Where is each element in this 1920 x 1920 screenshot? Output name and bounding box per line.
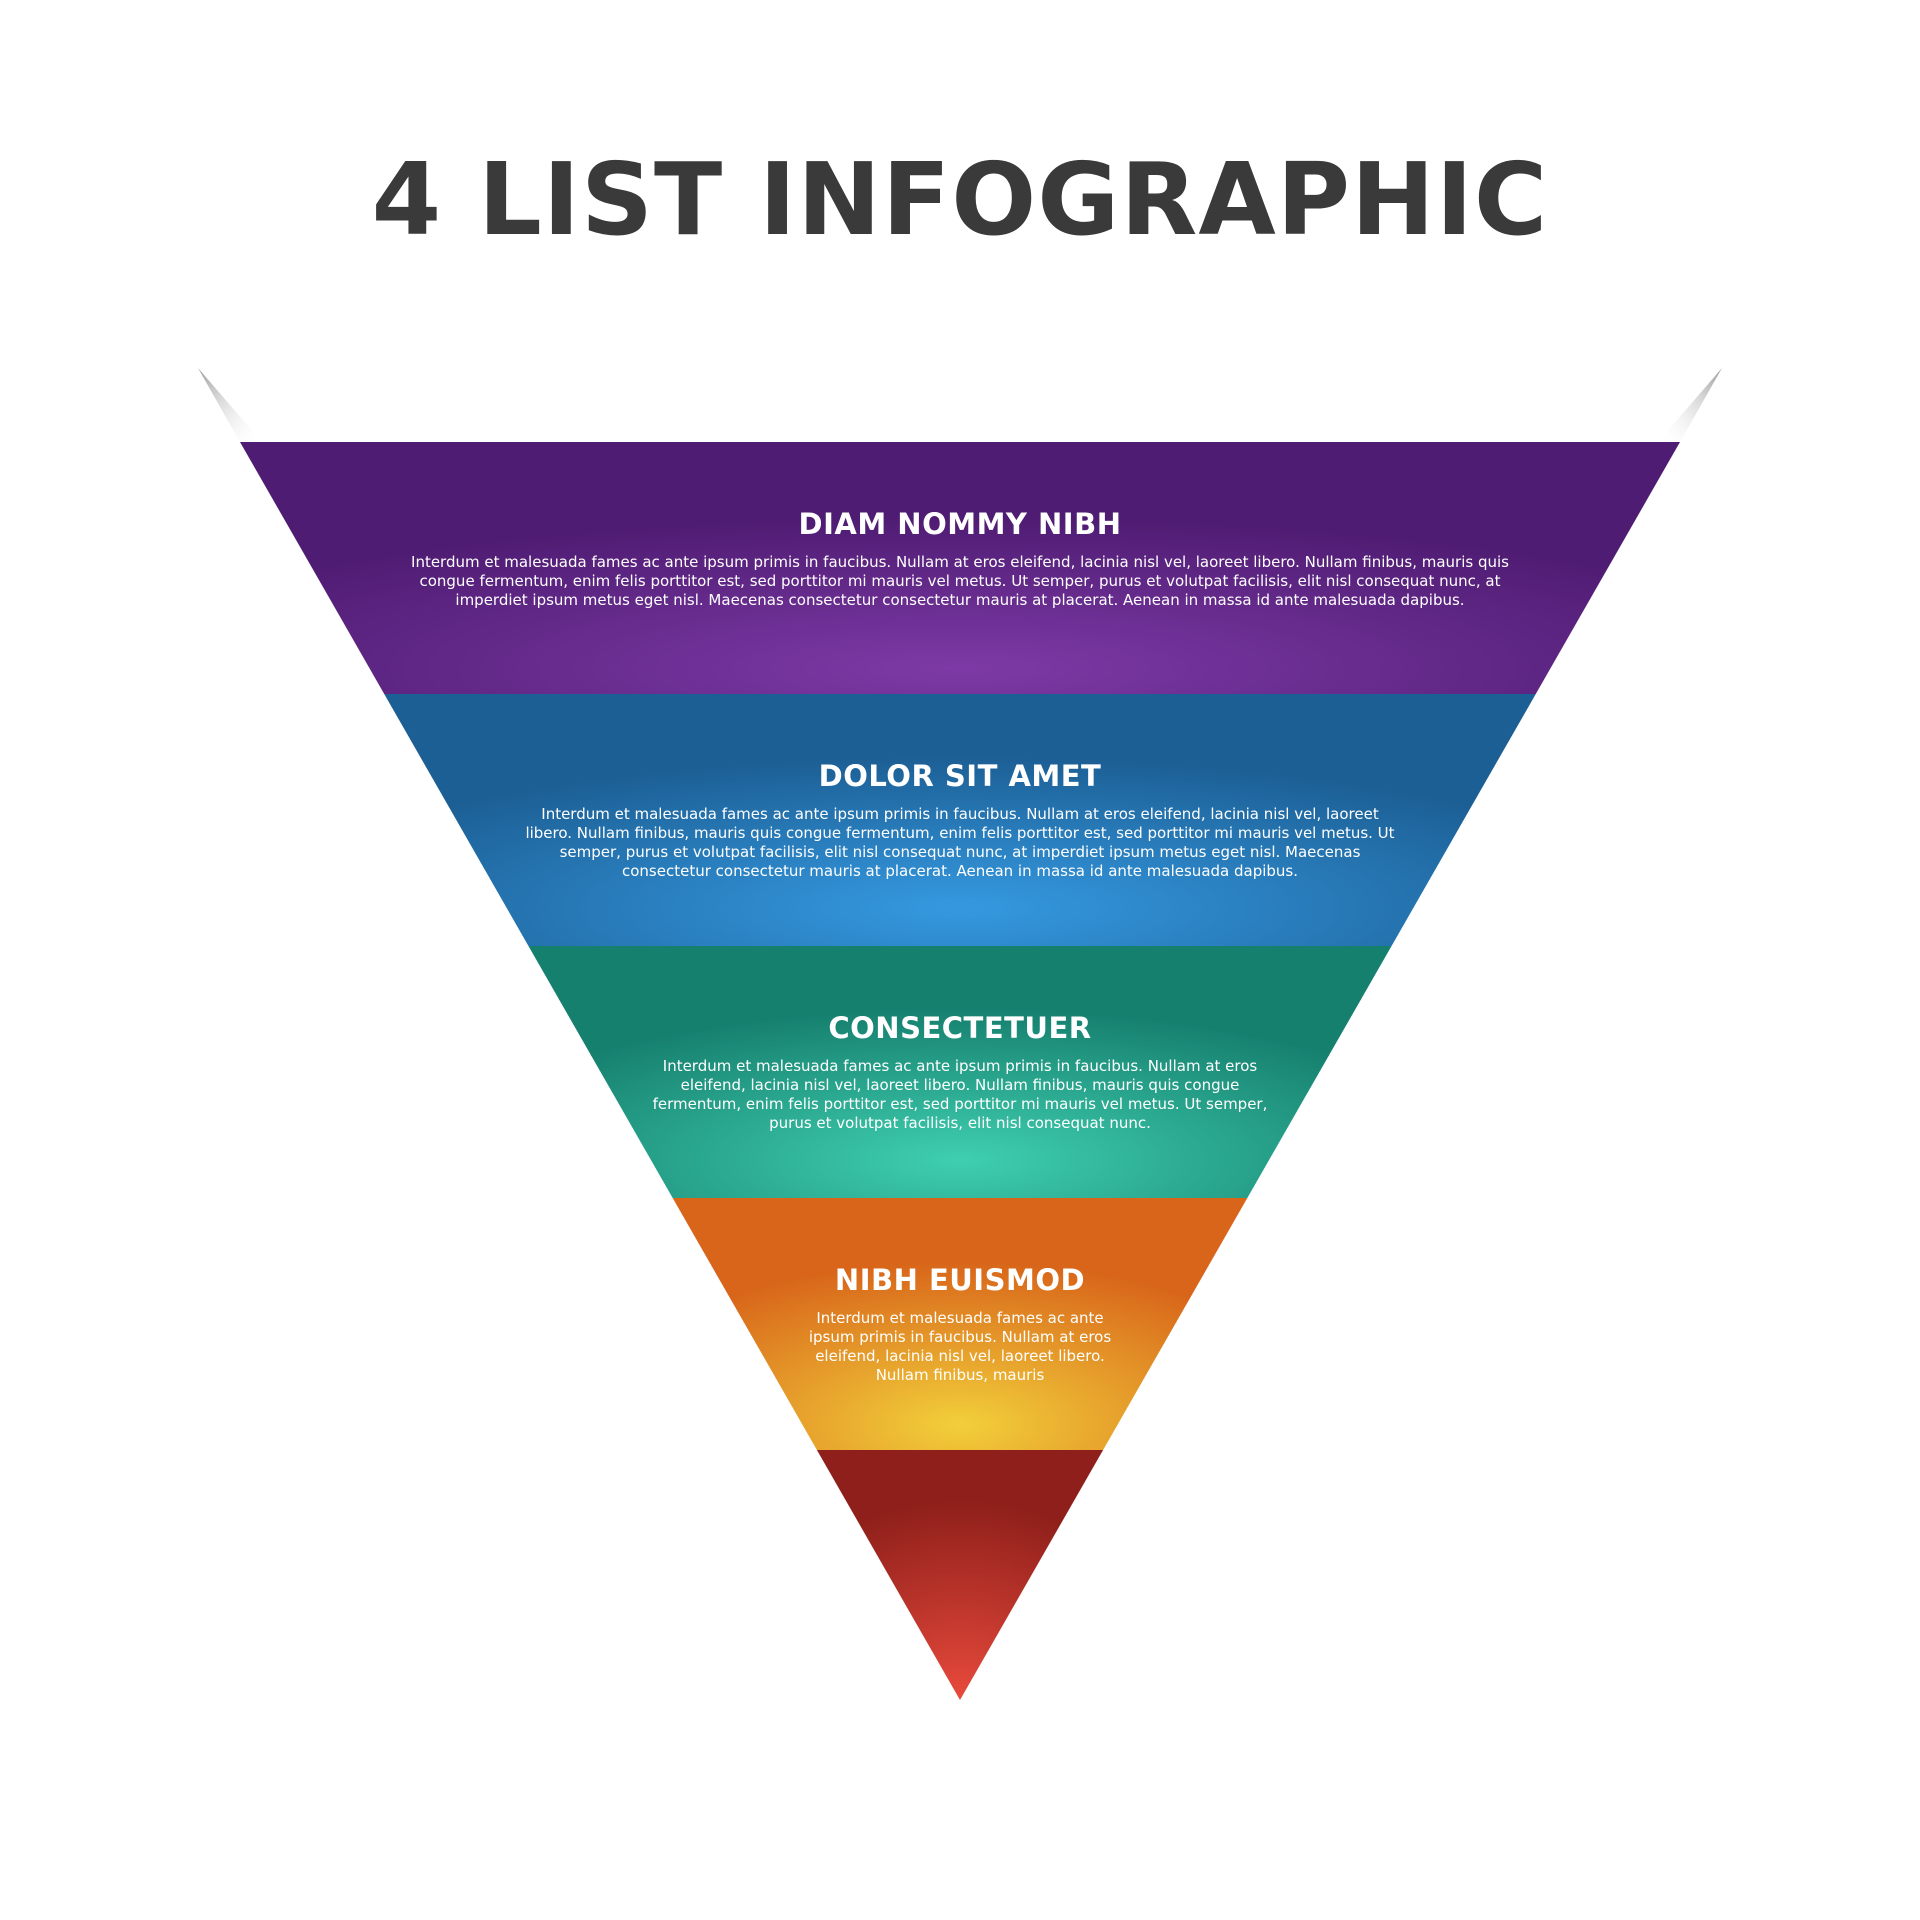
band-text-3: CONSECTETUER Interdum et malesuada fames … [640,1014,1280,1133]
left-corner-shadow [198,368,262,442]
band-description: Interdum et malesuada fames ac ante ipsu… [652,1057,1268,1132]
band-text-4: NIBH EUISMOD Interdum et malesuada fames … [800,1266,1120,1385]
band-description: Interdum et malesuada fames ac ante ipsu… [808,1309,1112,1384]
right-corner-shadow [1658,368,1722,442]
band-heading: DIAM NOMMY NIBH [798,507,1122,541]
funnel-band-1 [240,442,1680,694]
funnel-band-2 [384,694,1536,946]
band-heading: DOLOR SIT AMET [818,759,1102,793]
band-heading: NIBH EUISMOD [834,1263,1086,1297]
funnel-tip [816,1450,1104,1700]
funnel-band-4 [672,1198,1248,1450]
band-text-2: DOLOR SIT AMET Interdum et malesuada fame… [525,762,1395,881]
band-text-1: DIAM NOMMY NIBH Interdum et malesuada fam… [405,510,1515,610]
band-description: Interdum et malesuada fames ac ante ipsu… [411,553,1509,609]
funnel-band-3 [528,946,1392,1198]
band-description: Interdum et malesuada fames ac ante ipsu… [525,805,1395,880]
band-heading: CONSECTETUER [828,1011,1092,1045]
page-title: 4 LIST INFOGRAPHIC [371,141,1549,258]
